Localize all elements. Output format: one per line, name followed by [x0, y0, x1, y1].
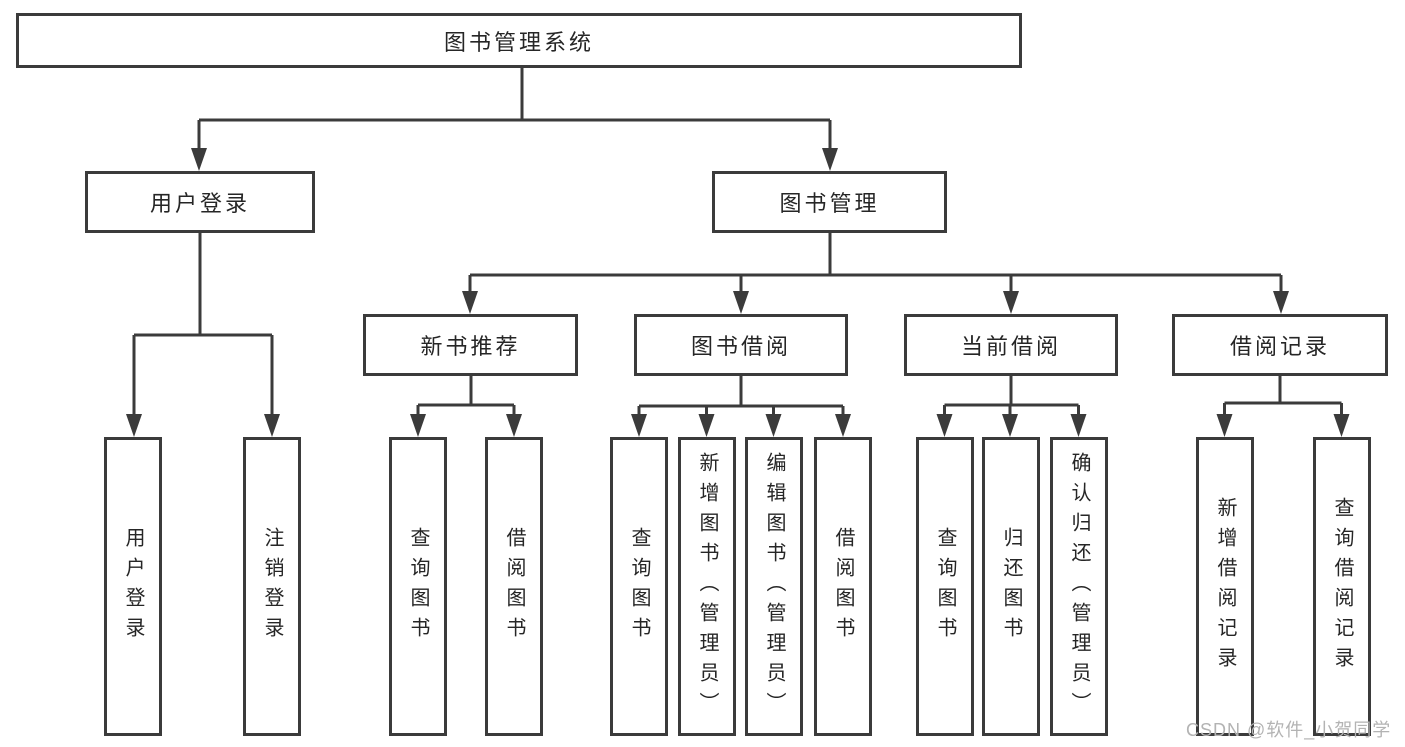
leaf-borrow-books: 借阅图书: [814, 437, 872, 736]
arrowheads: [126, 148, 1350, 437]
leaf-query-borrowing-record: 查询借阅记录: [1313, 437, 1371, 736]
leaf-query-books-borrowing: 查询图书: [610, 437, 668, 736]
node-book-management: 图书管理: [712, 171, 947, 233]
leaf-add-borrowing-record: 新增借阅记录: [1196, 437, 1254, 736]
leaf-add-book-admin: 新增图书（管理员）: [678, 437, 736, 736]
node-book-borrowing: 图书借阅: [634, 314, 848, 376]
leaf-query-books-recommend: 查询图书: [389, 437, 447, 736]
leaf-logout: 注销登录: [243, 437, 301, 736]
node-current-borrowing: 当前借阅: [904, 314, 1118, 376]
leaf-edit-book-admin: 编辑图书（管理员）: [745, 437, 803, 736]
csdn-watermark: CSDN @软件_小贺同学: [1186, 720, 1392, 740]
leaf-borrow-books-recommend: 借阅图书: [485, 437, 543, 736]
leaf-confirm-return-admin: 确认归还（管理员）: [1050, 437, 1108, 736]
node-user-login: 用户登录: [85, 171, 315, 233]
leaf-return-book: 归还图书: [982, 437, 1040, 736]
node-root-library-management-system: 图书管理系统: [16, 13, 1022, 68]
leaf-user-login: 用户登录: [104, 437, 162, 736]
leaf-query-books-current: 查询图书: [916, 437, 974, 736]
node-new-book-recommendation: 新书推荐: [363, 314, 578, 376]
node-borrowing-records: 借阅记录: [1172, 314, 1388, 376]
